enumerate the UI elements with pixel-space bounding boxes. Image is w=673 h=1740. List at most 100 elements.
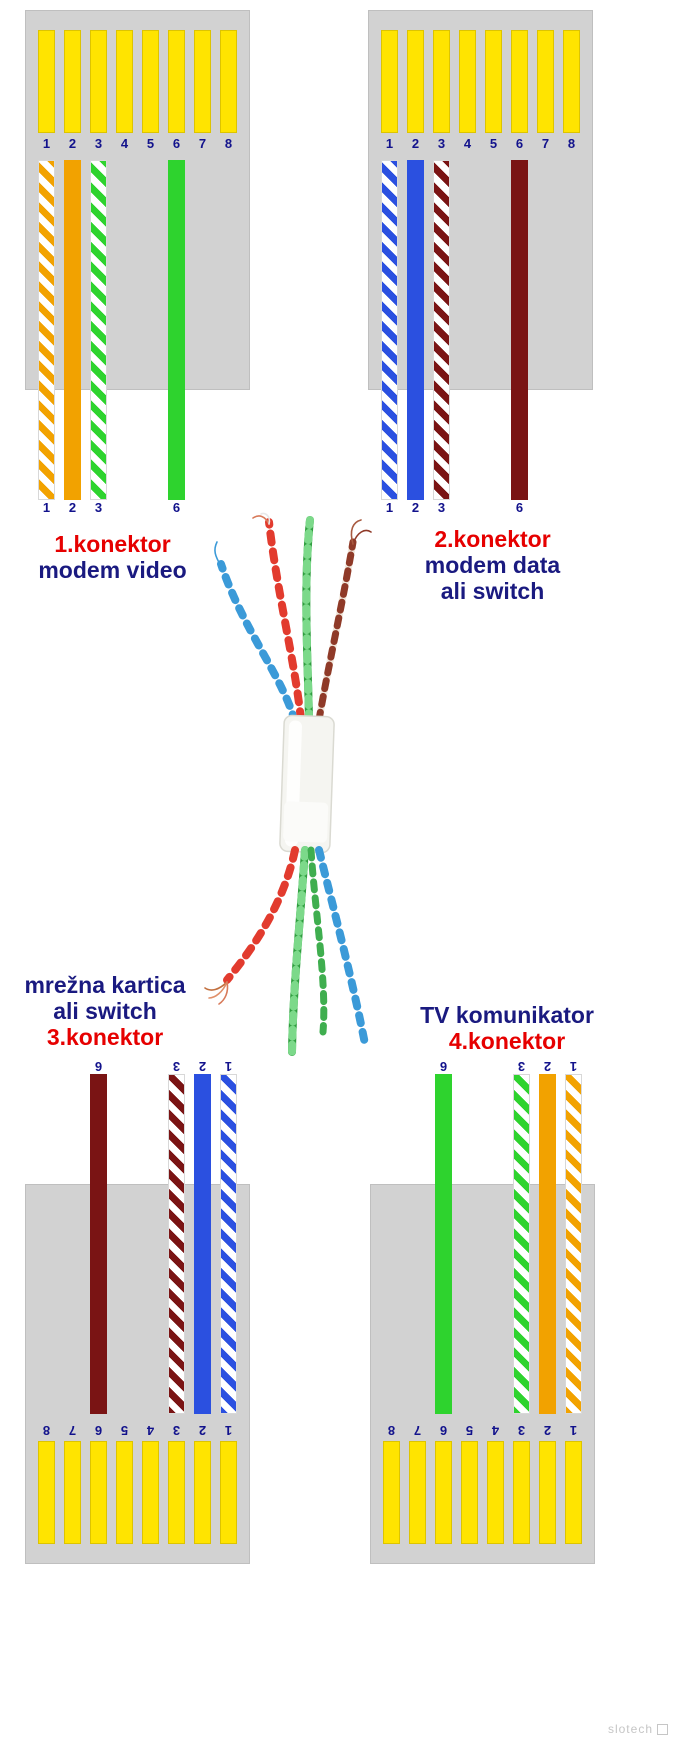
wire-orange <box>64 160 81 500</box>
pin-number: 6 <box>439 1423 448 1438</box>
pin-contact <box>563 30 580 133</box>
wire-number: 2 <box>543 1059 552 1074</box>
pin-number: 3 <box>517 1423 526 1438</box>
pin-number: 8 <box>42 1423 51 1438</box>
pin-number: 4 <box>463 136 472 151</box>
utp-cable-photo <box>195 512 430 1057</box>
pin-contact <box>116 30 133 133</box>
pin-number: 2 <box>198 1423 207 1438</box>
wire-green <box>168 160 185 500</box>
pin-contact <box>220 1441 237 1544</box>
pin-number: 4 <box>146 1423 155 1438</box>
watermark: slotech <box>608 1722 668 1736</box>
wire-brown <box>511 160 528 500</box>
pin-contact <box>64 1441 81 1544</box>
wire-blue <box>194 1074 211 1414</box>
connector-4: 1 2 3 4 5 6 7 8 1 2 3 6 <box>370 1052 595 1564</box>
connector-3: 1 2 3 4 5 6 7 8 1 2 3 6 <box>25 1052 250 1564</box>
pin-number: 2 <box>543 1423 552 1438</box>
pin-contact <box>565 1441 582 1544</box>
pin-number: 1 <box>224 1423 233 1438</box>
pin-number: 1 <box>42 136 51 151</box>
wire-number: 3 <box>172 1059 181 1074</box>
connector-4-title: 4.konektor <box>448 1028 566 1054</box>
connector-2: 1 2 3 4 5 6 7 8 1 2 3 6 <box>368 10 593 522</box>
wire-number: 1 <box>42 500 51 515</box>
pin-number: 1 <box>569 1423 578 1438</box>
pin-contact <box>539 1441 556 1544</box>
pin-contact <box>409 1441 426 1544</box>
pin-contact <box>90 30 107 133</box>
watermark-text: slotech <box>607 1722 653 1736</box>
wire-number: 2 <box>68 500 77 515</box>
pin-contact <box>220 30 237 133</box>
pin-number: 7 <box>198 136 207 151</box>
pin-number: 1 <box>385 136 394 151</box>
watermark-logo-icon <box>657 1723 668 1735</box>
pin-contact <box>383 1441 400 1544</box>
pin-contact <box>64 30 81 133</box>
pin-number: 7 <box>413 1423 422 1438</box>
pin-contact <box>142 30 159 133</box>
pin-number: 4 <box>120 136 129 151</box>
pin-number: 2 <box>411 136 420 151</box>
wire-white-orange-striped <box>565 1074 582 1414</box>
wire-white-brown-striped <box>168 1074 185 1414</box>
wire-number: 6 <box>515 500 524 515</box>
pin-contact <box>194 1441 211 1544</box>
pin-number: 6 <box>94 1423 103 1438</box>
wire-number: 3 <box>517 1059 526 1074</box>
wire-number: 3 <box>437 500 446 515</box>
pin-contact <box>537 30 554 133</box>
pin-contact <box>461 1441 478 1544</box>
wire-number: 3 <box>94 500 103 515</box>
pin-number: 7 <box>68 1423 77 1438</box>
connector-1-body <box>25 10 250 390</box>
pin-number: 5 <box>120 1423 129 1438</box>
pin-contact <box>116 1441 133 1544</box>
wire-white-blue-striped <box>381 160 398 500</box>
pin-number: 4 <box>491 1423 500 1438</box>
pin-contact <box>485 30 502 133</box>
pin-contact <box>407 30 424 133</box>
pin-number: 6 <box>515 136 524 151</box>
pin-contact <box>142 1441 159 1544</box>
connector-2-title: 2.konektor <box>434 526 551 552</box>
wire-number: 6 <box>439 1059 448 1074</box>
connector-1-title: 1.konektor <box>54 531 171 557</box>
wire-orange <box>539 1074 556 1414</box>
wire-white-green-striped <box>513 1074 530 1414</box>
pin-contact <box>459 30 476 133</box>
pin-number: 5 <box>465 1423 474 1438</box>
pin-contact <box>168 30 185 133</box>
wire-number: 6 <box>172 500 181 515</box>
wire-number: 1 <box>385 500 394 515</box>
pin-contact <box>433 30 450 133</box>
connector-2-body <box>368 10 593 390</box>
pin-number: 2 <box>68 136 77 151</box>
pin-number: 6 <box>172 136 181 151</box>
pin-number: 7 <box>541 136 550 151</box>
pin-contact <box>435 1441 452 1544</box>
connector-3-subtitle-line2: ali switch <box>53 998 157 1024</box>
pin-number: 8 <box>224 136 233 151</box>
wire-green <box>435 1074 452 1414</box>
connector-1-subtitle: modem video <box>38 557 187 583</box>
pin-contact <box>194 30 211 133</box>
connector-4-subtitle: TV komunikator <box>420 1002 594 1028</box>
wire-white-brown-striped <box>433 160 450 500</box>
pin-number: 3 <box>94 136 103 151</box>
pin-number: 8 <box>387 1423 396 1438</box>
wire-number: 1 <box>569 1059 578 1074</box>
pin-number: 3 <box>172 1423 181 1438</box>
pin-contact <box>487 1441 504 1544</box>
pin-contact <box>381 30 398 133</box>
wire-blue <box>407 160 424 500</box>
connector-3-subtitle-line1: mrežna kartica <box>24 972 186 998</box>
pin-contact <box>38 30 55 133</box>
pin-number: 3 <box>437 136 446 151</box>
wire-white-green-striped <box>90 160 107 500</box>
connector-4-body <box>370 1184 595 1564</box>
wire-white-orange-striped <box>38 160 55 500</box>
wire-number: 2 <box>411 500 420 515</box>
